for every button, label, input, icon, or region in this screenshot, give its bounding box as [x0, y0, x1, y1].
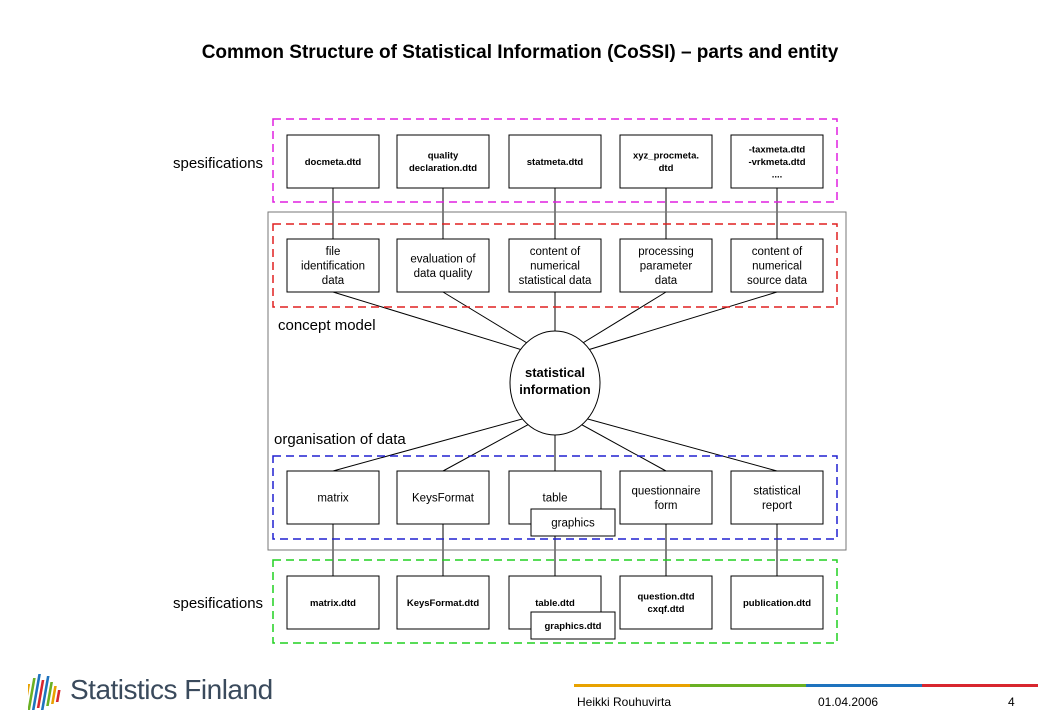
footer-page-number: 4: [1008, 695, 1015, 709]
spec-bottom-graphics-box: [530, 611, 616, 640]
spec-top-box-4-line-2: dtd: [659, 163, 674, 174]
spec-bottom-box-4: [619, 575, 713, 630]
spec-bottom-box-3-line-1: table.dtd: [535, 598, 575, 609]
spec-top-box-2-line-2: declaration.dtd: [409, 163, 477, 174]
slide-title: Common Structure of Statistical Informat…: [201, 42, 839, 63]
concept-frame: [272, 223, 838, 308]
spec-bottom-frame: [272, 559, 838, 644]
spec-top-box-5: [730, 134, 824, 189]
footer-author: Heikki Rouhuvirta: [577, 695, 672, 709]
center-line-2: information: [519, 382, 591, 397]
org-box-5-line-1: statistical: [753, 485, 800, 497]
connector-org-5: [554, 409, 778, 472]
concept-box-5-line-3: source data: [747, 275, 808, 287]
org-graphics-box-label: graphics: [551, 518, 595, 530]
org-box-3-line-1: table: [543, 493, 568, 505]
org-box-1-line-1: matrix: [317, 493, 349, 505]
central-ellipse: [509, 330, 601, 436]
concept-box-1-line-1: file: [326, 246, 341, 258]
logo-bar-5: [40, 676, 50, 710]
org-box-4-line-2: form: [655, 500, 678, 512]
org-box-1: [286, 470, 380, 525]
spec-top-label: spesifications: [173, 155, 263, 172]
logo-bar-1: [28, 684, 31, 706]
cossi-diagram: spesifications concept model organisatio…: [173, 118, 847, 644]
organisation-label: organisation of data: [274, 431, 406, 448]
spec-bottom-box-1: [286, 575, 380, 630]
org-graphics-box: [530, 508, 616, 537]
spec-bottom-graphics-box-label: graphics.dtd: [544, 621, 601, 632]
spec-top-box-1-line-1: docmeta.dtd: [305, 157, 362, 168]
org-box-5: [730, 470, 824, 525]
concept-box-5-line-1: content of: [752, 246, 803, 258]
spec-top-box-3-line-1: statmeta.dtd: [527, 157, 584, 168]
logo-bar-4: [36, 680, 45, 708]
org-box-2: [396, 470, 490, 525]
spec-top-box-3: [508, 134, 602, 189]
logo-bar-6: [46, 682, 53, 706]
spec-top-box-5-line-3: ....: [772, 169, 783, 180]
spec-bottom-box-5: [730, 575, 824, 630]
concept-boxes: file identification data evaluation of data …: [286, 238, 824, 293]
center-line-1: statistical: [525, 365, 585, 380]
concept-box-1: [286, 238, 380, 293]
spec-bottom-box-2: [396, 575, 490, 630]
concept-box-4-line-3: data: [655, 275, 678, 287]
concept-box-2: [396, 238, 490, 293]
logo-bar-8: [55, 690, 61, 702]
spec-top-box-5-line-1: -taxmeta.dtd: [749, 144, 806, 155]
central-frame: [267, 211, 847, 551]
org-box-2-line-1: KeysFormat: [412, 493, 475, 505]
concept-box-2-line-2: data quality: [414, 268, 473, 280]
organisation-boxes: matrix KeysFormat table questionnaire form st…: [286, 470, 824, 537]
concept-box-2-line-1: evaluation of: [410, 253, 476, 265]
connector-concept-5: [554, 291, 778, 361]
spec-bottom-box-2-line-1: KeysFormat.dtd: [407, 598, 480, 609]
logo-bar-7: [51, 686, 57, 704]
footer-bar-2: [690, 684, 806, 687]
spec-top-frame: [272, 118, 838, 203]
spec-bottom-box-1-line-1: matrix.dtd: [310, 598, 356, 609]
logo-text: Statistics Finland: [70, 674, 273, 705]
footer-bar-1: [574, 684, 690, 687]
spec-bottom-boxes: matrix.dtd KeysFormat.dtd table.dtd questio…: [286, 575, 824, 640]
concept-box-3-line-1: content of: [530, 246, 581, 258]
spec-top-box-4-line-1: xyz_procmeta.: [633, 151, 699, 162]
spec-bottom-box-4-line-1: question.dtd: [638, 592, 695, 603]
spec-top-box-5-line-2: -vrkmeta.dtd: [748, 157, 805, 168]
logo-bar-2: [28, 678, 36, 710]
spec-top-box-2: [396, 134, 490, 189]
org-box-4: [619, 470, 713, 525]
footer-bar-4: [922, 684, 1038, 687]
org-box-5-line-2: report: [762, 500, 793, 512]
spec-bottom-box-5-line-1: publication.dtd: [743, 598, 811, 609]
statistics-finland-logo-icon: [28, 674, 61, 710]
concept-box-3-line-2: numerical: [530, 261, 580, 273]
spec-top-box-2-line-1: quality: [428, 151, 459, 162]
connector-org-1: [332, 409, 556, 472]
org-box-4-line-1: questionnaire: [631, 485, 700, 497]
spec-top-box-4: [619, 134, 713, 189]
organisation-frame: [272, 455, 838, 540]
concept-box-4: [619, 238, 713, 293]
concept-box-4-line-2: parameter: [640, 261, 693, 273]
concept-model-label: concept model: [278, 317, 376, 334]
footer-bar-3: [806, 684, 922, 687]
spec-top-box-1: [286, 134, 380, 189]
concept-box-5-line-2: numerical: [752, 261, 802, 273]
spec-bottom-box-4-line-2: cxqf.dtd: [648, 604, 685, 615]
spec-bottom-label: spesifications: [173, 595, 263, 612]
concept-box-5: [730, 238, 824, 293]
concept-box-1-line-3: data: [322, 275, 345, 287]
footer-date: 01.04.2006: [818, 695, 879, 709]
connector-concept-1: [332, 291, 556, 361]
logo-bar-3: [31, 674, 41, 710]
concept-box-1-line-2: identification: [301, 261, 365, 273]
concept-box-3-line-3: statistical data: [519, 275, 592, 287]
concept-box-3: [508, 238, 602, 293]
concept-box-4-line-1: processing: [638, 246, 694, 258]
